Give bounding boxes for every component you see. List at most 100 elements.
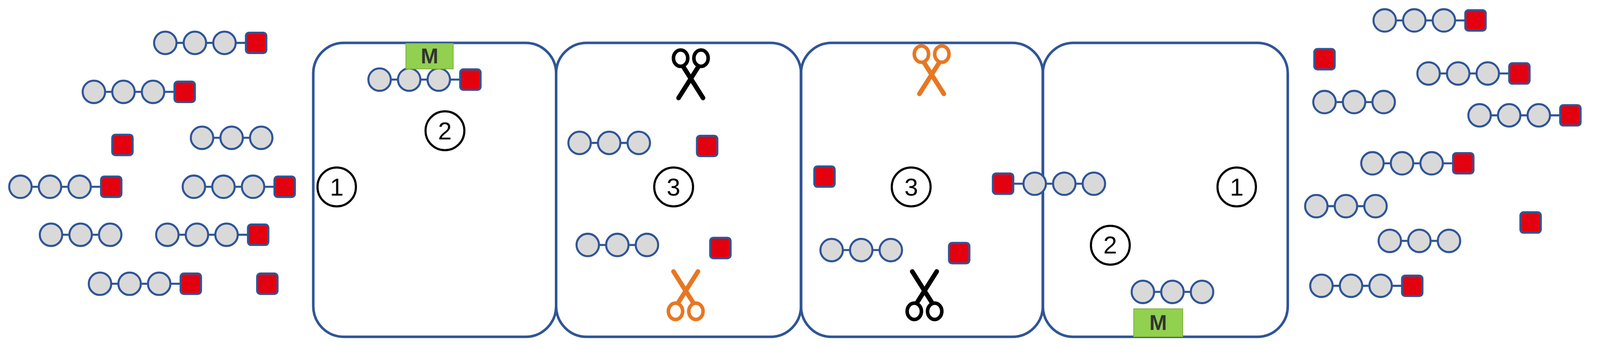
marker-label: M	[420, 45, 439, 67]
red-group	[1314, 48, 1335, 70]
sugar-bead	[568, 131, 591, 155]
red-group	[1465, 10, 1486, 31]
sugar-bead	[190, 126, 214, 149]
callout-number: 1	[316, 166, 358, 208]
marker-label: M	[1149, 311, 1168, 333]
sugar-bead	[215, 223, 238, 246]
molecules	[9, 9, 1581, 303]
cell	[800, 42, 1043, 337]
sugar-bead	[154, 31, 177, 55]
sugar-bead	[1402, 9, 1426, 32]
sugar-bead	[606, 233, 629, 256]
scissors-group	[668, 45, 949, 319]
sugar-bead	[1390, 151, 1414, 175]
sugar-bead	[69, 223, 92, 246]
sugar-bead	[1446, 62, 1470, 85]
sugar-bead	[1343, 90, 1366, 114]
sugar-bead	[38, 175, 62, 198]
sugar-bead	[9, 175, 32, 198]
red-group	[274, 176, 295, 197]
red-group	[697, 135, 718, 156]
sugar-bead	[1417, 62, 1440, 85]
sugar-bead	[212, 175, 235, 198]
sugar-bead	[183, 31, 206, 55]
sugar-bead	[1053, 172, 1076, 195]
sugar-bead	[397, 68, 421, 91]
sugar-bead	[1373, 9, 1396, 32]
callout-text: 1	[1229, 174, 1244, 200]
red-group	[948, 242, 970, 263]
sugar-bead	[1361, 151, 1384, 175]
scissors-symbol	[907, 271, 942, 320]
sugar-bead	[1369, 274, 1392, 297]
sugar-bead	[241, 175, 265, 198]
red-group	[174, 81, 195, 102]
sugar-bead	[1364, 194, 1387, 217]
red-group	[248, 224, 269, 245]
sugar-bead	[1420, 151, 1443, 175]
red-group	[1402, 275, 1423, 296]
sugar-bead	[82, 80, 106, 103]
red-group	[1509, 63, 1530, 84]
cell	[313, 42, 557, 337]
sugar-bead	[88, 272, 111, 295]
red-group	[1453, 152, 1474, 173]
sugar-bead	[1468, 103, 1491, 127]
sugar-bead	[1497, 103, 1521, 127]
sugar-bead	[879, 238, 903, 261]
sugar-bead	[156, 223, 179, 246]
sugar-bead	[68, 175, 91, 198]
cell	[556, 42, 801, 337]
sugar-bead	[220, 126, 243, 149]
scissors-symbol	[673, 49, 709, 98]
sugar-bead	[118, 272, 141, 295]
red-group	[710, 237, 731, 258]
red-group	[1520, 212, 1541, 233]
red-group	[814, 166, 835, 187]
red-group	[992, 173, 1014, 194]
scissors-symbol	[914, 45, 949, 95]
sugar-bead	[1372, 90, 1395, 114]
sugar-bead	[141, 80, 165, 103]
sugar-bead	[39, 223, 63, 246]
cell-outlines	[313, 42, 1288, 337]
sugar-bead	[1161, 280, 1184, 303]
sugar-bead	[635, 233, 659, 256]
sugar-bead	[820, 238, 843, 261]
callout-number: 3	[653, 166, 695, 208]
callout-text: 3	[904, 174, 918, 200]
red-group	[112, 134, 133, 155]
callout-number: 2	[424, 110, 466, 152]
sugar-bead	[185, 223, 209, 246]
red-group	[1560, 105, 1581, 126]
sugar-bead	[627, 131, 650, 155]
red-group	[256, 272, 278, 294]
sugar-bead	[1378, 229, 1401, 252]
sugar-bead	[1313, 90, 1336, 114]
red-group	[460, 69, 481, 90]
sugar-bead	[368, 68, 391, 91]
sugar-bead	[1437, 229, 1460, 252]
sugar-bead	[1023, 172, 1046, 195]
membrane-marker: M	[405, 43, 454, 70]
callout-number: 1	[1216, 166, 1258, 208]
red-group	[180, 272, 201, 294]
callout-text: 3	[666, 174, 681, 200]
sugar-bead	[576, 233, 599, 256]
sugar-bead	[1190, 280, 1214, 303]
sugar-bead	[148, 272, 171, 295]
red-group	[245, 32, 267, 53]
sugar-bead	[1408, 229, 1431, 252]
sugar-bead	[99, 223, 122, 246]
callout-text: 1	[329, 174, 344, 200]
callout-number: 2	[1089, 224, 1131, 266]
red-group	[100, 176, 122, 197]
sugar-bead	[850, 238, 873, 261]
cell	[1043, 42, 1288, 337]
sugar-bead	[112, 80, 135, 103]
sugar-bead	[427, 68, 450, 91]
sugar-bead	[1476, 62, 1499, 85]
callout-text: 2	[437, 118, 452, 144]
scissors-symbol	[668, 271, 703, 320]
